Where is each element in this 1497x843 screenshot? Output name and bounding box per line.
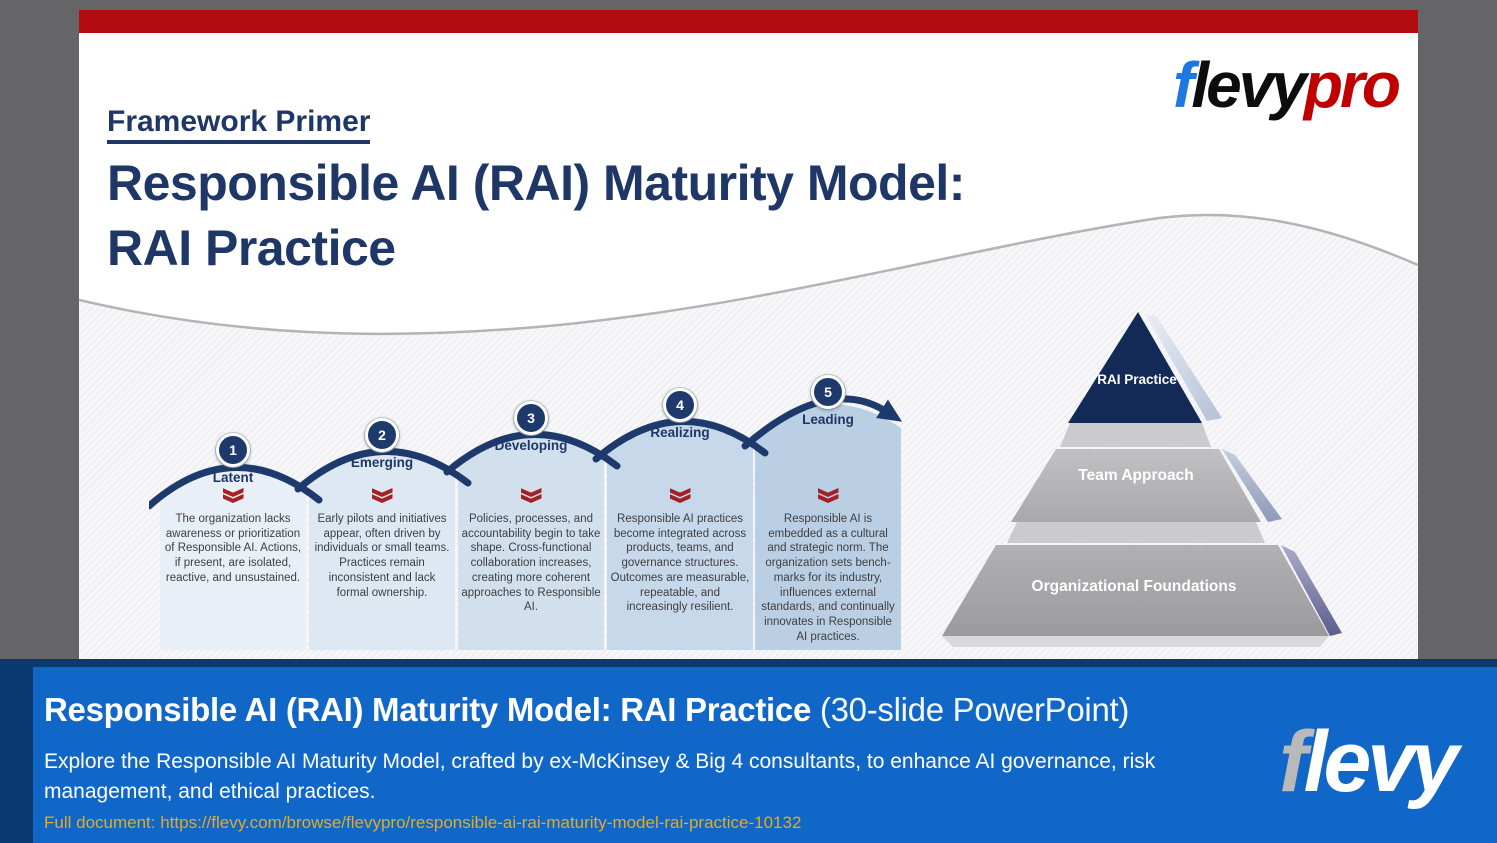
slide-title: Responsible AI (RAI) Maturity Model: RAI…	[107, 151, 965, 281]
stage-3-panel	[458, 430, 604, 650]
bottom-banner-panel: Responsible AI (RAI) Maturity Model: RAI…	[33, 667, 1497, 843]
slide-title-line1: Responsible AI (RAI) Maturity Model:	[107, 155, 965, 211]
pyramid-top-side-face	[1145, 314, 1222, 421]
stage-4-panel	[607, 417, 753, 650]
slide-canvas: Framework Primer Responsible AI (RAI) Ma…	[79, 10, 1418, 659]
stage-1-number-badge: 1	[216, 433, 250, 467]
stage-3-number: 3	[527, 410, 535, 426]
pyramid-base-strip	[942, 636, 1329, 647]
stage-5-name: Leading	[802, 412, 854, 427]
flevy-logo-levy: levy	[1303, 714, 1459, 810]
stage-4-number: 4	[676, 397, 684, 413]
pyramid-level-rai-practice: RAI Practice	[1097, 372, 1177, 387]
stage-2-name: Emerging	[350, 455, 414, 470]
flevypro-logo-f: f	[1173, 49, 1194, 121]
banner-description: Explore the Responsible AI Maturity Mode…	[44, 750, 1156, 803]
pyramid-tab-1	[1060, 423, 1211, 447]
stage-1-number: 1	[229, 442, 237, 458]
banner-title-main: Responsible AI (RAI) Maturity Model: RAI…	[44, 691, 812, 728]
stage-3-name: Developing	[494, 438, 568, 453]
stage-3-description: Policies, processes, and accountability …	[461, 513, 601, 614]
stage-2-number-badge: 2	[365, 418, 399, 452]
chevron-down-icon	[755, 488, 901, 503]
banner-title: Responsible AI (RAI) Maturity Model: RAI…	[44, 691, 1129, 729]
slide-top-bar	[79, 10, 1418, 33]
stage-4-name: Realizing	[650, 425, 710, 440]
eyebrow-heading: Framework Primer	[107, 106, 371, 144]
stage-2-description: Early pilots and initiatives appear, oft…	[314, 513, 450, 599]
bottom-banner: Responsible AI (RAI) Maturity Model: RAI…	[0, 659, 1497, 843]
chevron-down-icon	[309, 488, 455, 503]
stage-1-panel	[160, 462, 306, 650]
banner-document-link[interactable]: Full document: https://flevy.com/browse/…	[44, 813, 802, 832]
stage-2-number: 2	[378, 427, 386, 443]
stage-1-name: Latent	[212, 470, 254, 485]
stage-4-description: Responsible AI practices become integrat…	[610, 513, 750, 614]
chevron-down-icon	[160, 488, 306, 503]
stage-5-number-badge: 5	[811, 375, 845, 409]
pyramid-bottom-trapezoid	[942, 545, 1329, 636]
flevy-logo: flevy	[1279, 719, 1459, 805]
stage-2-panel	[309, 447, 455, 650]
maturity-pyramid	[942, 312, 1342, 647]
pyramid-top-triangle	[1068, 312, 1202, 423]
pyramid-middle-side-face	[1222, 449, 1282, 522]
pyramid-middle-trapezoid	[1011, 449, 1261, 522]
stage-1-description: The organization lacks awareness or prio…	[164, 513, 302, 584]
chevron-down-icon	[458, 488, 604, 503]
stage-3-number-badge: 3	[514, 401, 548, 435]
pyramid-tab-2	[1007, 522, 1265, 543]
flevypro-logo: flevypro	[1173, 53, 1401, 117]
pyramid-level-team-approach: Team Approach	[1078, 467, 1194, 484]
stage-5-description: Responsible AI is embedded as a cultural…	[761, 513, 895, 643]
flevypro-logo-pro: pro	[1303, 49, 1401, 121]
pyramid-bottom-side-face	[1281, 545, 1342, 636]
flevypro-logo-levy: levy	[1191, 49, 1307, 121]
stage-4-number-badge: 4	[663, 388, 697, 422]
slide-title-line2: RAI Practice	[107, 220, 396, 276]
maturity-curve-diagram	[149, 395, 903, 650]
stage-5-number: 5	[824, 384, 832, 400]
pyramid-level-organizational-foundations: Organizational Foundations	[1031, 578, 1237, 595]
flevy-logo-f: f	[1278, 714, 1308, 810]
banner-title-suffix: (30-slide PowerPoint)	[811, 691, 1130, 728]
stage-5-panel	[755, 404, 901, 650]
chevron-down-icon	[607, 488, 753, 503]
